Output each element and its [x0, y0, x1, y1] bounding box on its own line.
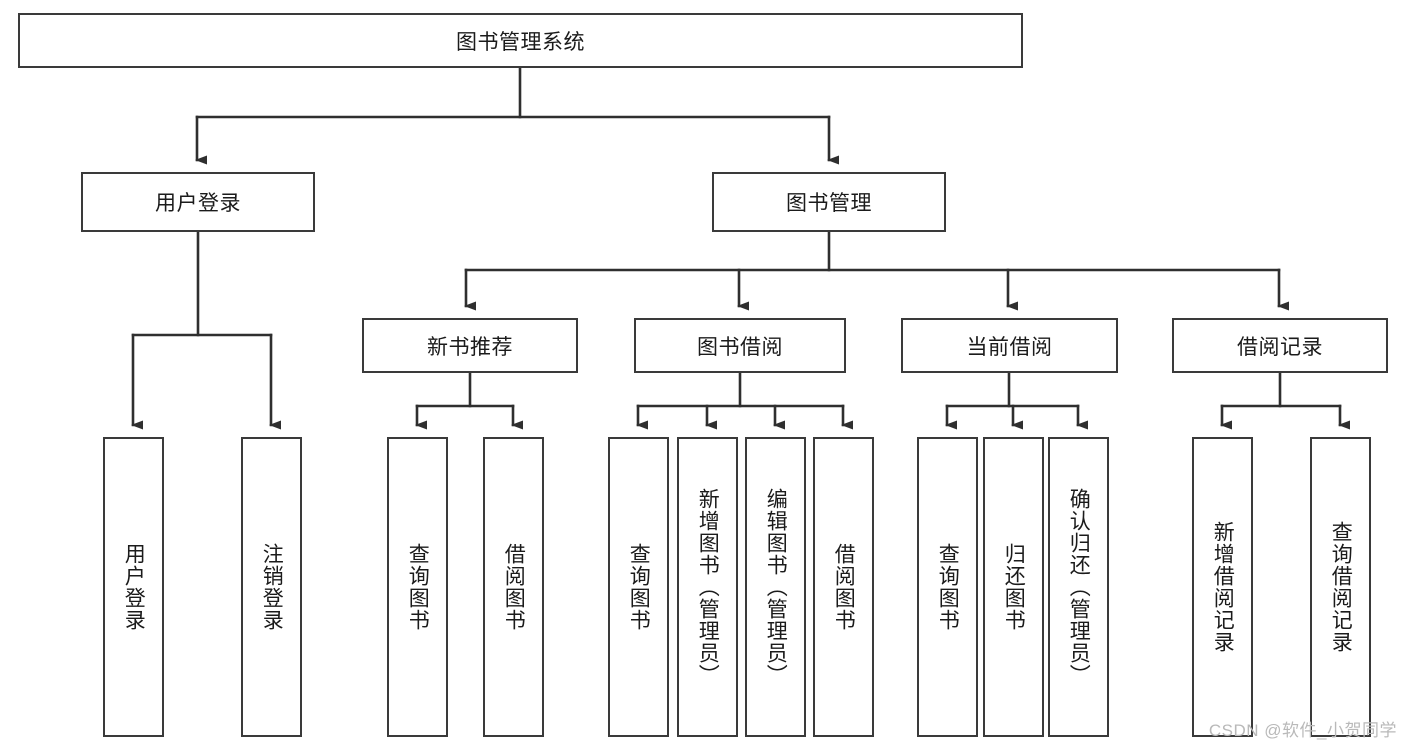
node-book-borrow-label: 图书借阅: [697, 335, 783, 359]
node-leaf-add-record-label: 新增借阅记录: [1211, 521, 1235, 653]
node-borrow-record[interactable]: 借阅记录: [1172, 318, 1388, 373]
node-leaf-query-record-label: 查询借阅记录: [1329, 521, 1353, 653]
node-leaf-query-book-cur[interactable]: 查询图书: [917, 437, 978, 737]
node-leaf-query-book-rec[interactable]: 查询图书: [387, 437, 448, 737]
node-leaf-logout[interactable]: 注销登录: [241, 437, 302, 737]
node-leaf-confirm-return-label: 确认归还（管理员）: [1067, 488, 1091, 686]
node-leaf-query-book-borrow[interactable]: 查询图书: [608, 437, 669, 737]
node-leaf-user-login-label: 用户登录: [122, 543, 146, 631]
node-current-borrow-label: 当前借阅: [966, 335, 1053, 359]
node-root-label: 图书管理系统: [456, 30, 585, 54]
node-book-manage[interactable]: 图书管理: [712, 172, 946, 232]
node-leaf-edit-book[interactable]: 编辑图书（管理员）: [745, 437, 806, 737]
node-leaf-query-book-cur-label: 查询图书: [936, 543, 960, 631]
node-leaf-logout-label: 注销登录: [260, 543, 284, 631]
node-leaf-add-record[interactable]: 新增借阅记录: [1192, 437, 1253, 737]
node-book-manage-label: 图书管理: [786, 192, 872, 215]
node-borrow-record-label: 借阅记录: [1237, 335, 1323, 359]
node-leaf-query-book-rec-label: 查询图书: [406, 543, 430, 631]
node-leaf-return-book[interactable]: 归还图书: [983, 437, 1044, 737]
node-leaf-borrow-book-rec[interactable]: 借阅图书: [483, 437, 544, 737]
node-root[interactable]: 图书管理系统: [18, 13, 1023, 68]
node-current-borrow[interactable]: 当前借阅: [901, 318, 1118, 373]
node-leaf-return-book-label: 归还图书: [1002, 543, 1026, 631]
node-user-login[interactable]: 用户登录: [81, 172, 315, 232]
node-leaf-borrow-book-label: 借阅图书: [832, 543, 856, 631]
node-leaf-borrow-book-rec-label: 借阅图书: [502, 543, 526, 631]
node-leaf-user-login[interactable]: 用户登录: [103, 437, 164, 737]
node-leaf-edit-book-label: 编辑图书（管理员）: [764, 488, 788, 686]
node-leaf-borrow-book[interactable]: 借阅图书: [813, 437, 874, 737]
node-new-book-rec-label: 新书推荐: [427, 335, 513, 359]
node-leaf-query-book-borrow-label: 查询图书: [627, 543, 651, 631]
node-leaf-confirm-return[interactable]: 确认归还（管理员）: [1048, 437, 1109, 737]
node-user-login-label: 用户登录: [155, 192, 241, 215]
node-leaf-add-book-label: 新增图书（管理员）: [696, 488, 720, 686]
node-leaf-query-record[interactable]: 查询借阅记录: [1310, 437, 1371, 737]
node-book-borrow[interactable]: 图书借阅: [634, 318, 846, 373]
node-leaf-add-book[interactable]: 新增图书（管理员）: [677, 437, 738, 737]
csdn-watermark: CSDN @软件_小贺同学: [1208, 721, 1397, 740]
node-new-book-rec[interactable]: 新书推荐: [362, 318, 578, 373]
